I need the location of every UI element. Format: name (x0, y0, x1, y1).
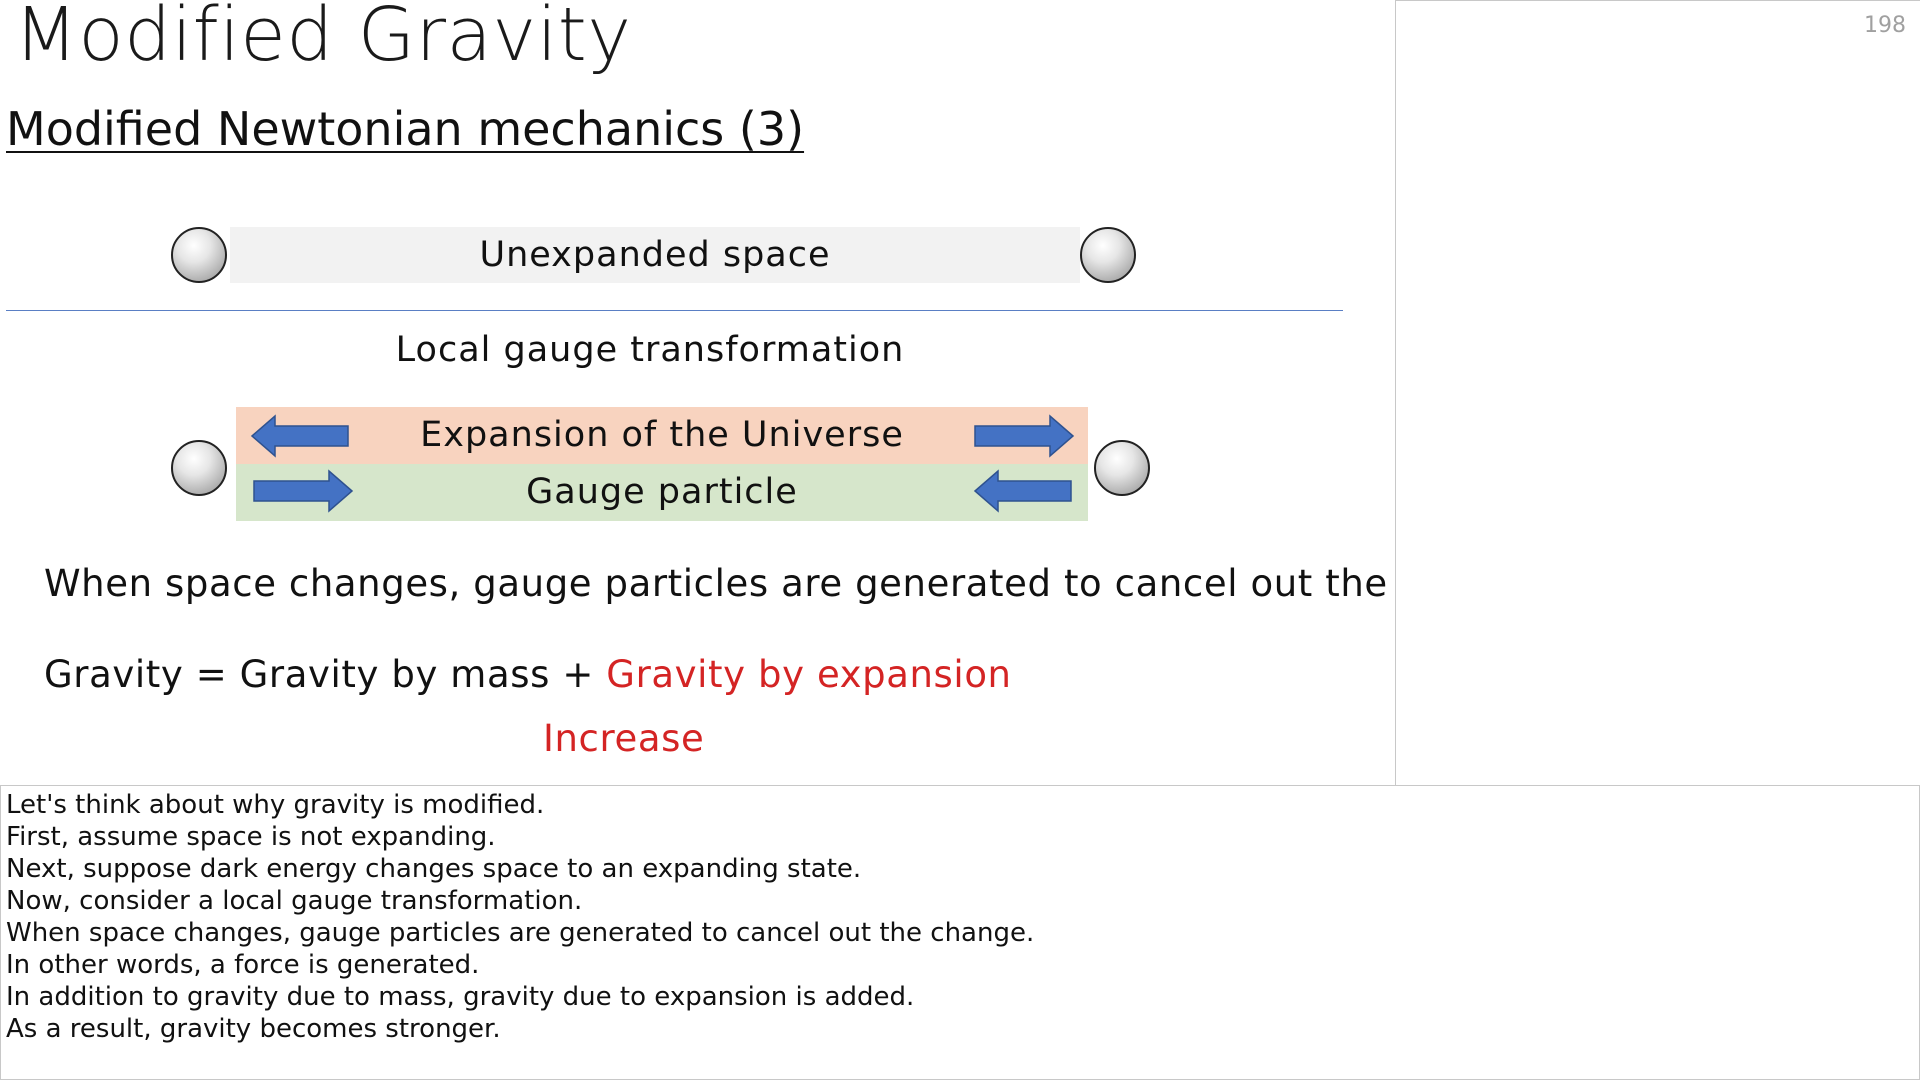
expansion-bar: Expansion of the Universe (236, 407, 1088, 464)
gauge-particle-label: Gauge particle (526, 472, 798, 512)
note-line: First, assume space is not expanding. (6, 822, 496, 852)
note-line: In other words, a force is generated. (6, 950, 480, 980)
mass-sphere-left-top (171, 227, 227, 283)
page-number: 198 (1864, 13, 1906, 38)
gauge-statement: When space changes, gauge particles are … (44, 562, 1553, 605)
note-line: In addition to gravity due to mass, grav… (6, 982, 915, 1012)
right-side-panel: 198 (1395, 0, 1920, 786)
arrow-left-icon (250, 414, 349, 458)
formula-prefix: Gravity = Gravity by mass + (44, 653, 607, 696)
divider-line (6, 310, 1343, 311)
gravity-formula: Gravity = Gravity by mass + Gravity by e… (44, 653, 1012, 696)
slide-canvas: Modified Gravity Modified Newtonian mech… (6, 0, 1552, 760)
arrow-right-icon (974, 414, 1075, 458)
formula-highlight: Gravity by expansion (606, 653, 1012, 696)
note-line: When space changes, gauge particles are … (6, 918, 1035, 948)
slide-title: Modified Gravity (14, 0, 632, 78)
note-line: Let's think about why gravity is modifie… (6, 790, 545, 820)
local-gauge-transformation-label: Local gauge transformation (395, 330, 905, 370)
note-line: Next, suppose dark energy changes space … (6, 854, 862, 884)
slide-subtitle: Modified Newtonian mechanics (3) (6, 102, 805, 156)
gauge-particle-bar: Gauge particle (236, 464, 1088, 521)
unexpanded-space-label: Unexpanded space (479, 235, 831, 275)
arrow-left-icon (973, 469, 1072, 513)
note-line: Now, consider a local gauge transformati… (6, 886, 583, 916)
unexpanded-space-bar: Unexpanded space (230, 227, 1080, 283)
speaker-notes-panel[interactable] (0, 785, 1920, 1080)
mass-sphere-left-bottom (171, 440, 227, 496)
increase-label: Increase (543, 717, 705, 760)
speaker-notes: Let's think about why gravity is modifie… (6, 789, 1034, 1045)
mass-sphere-right-top (1080, 227, 1136, 283)
expansion-label: Expansion of the Universe (420, 415, 904, 455)
arrow-right-icon (253, 469, 354, 513)
note-line: As a result, gravity becomes stronger. (6, 1014, 501, 1044)
mass-sphere-right-bottom (1094, 440, 1150, 496)
